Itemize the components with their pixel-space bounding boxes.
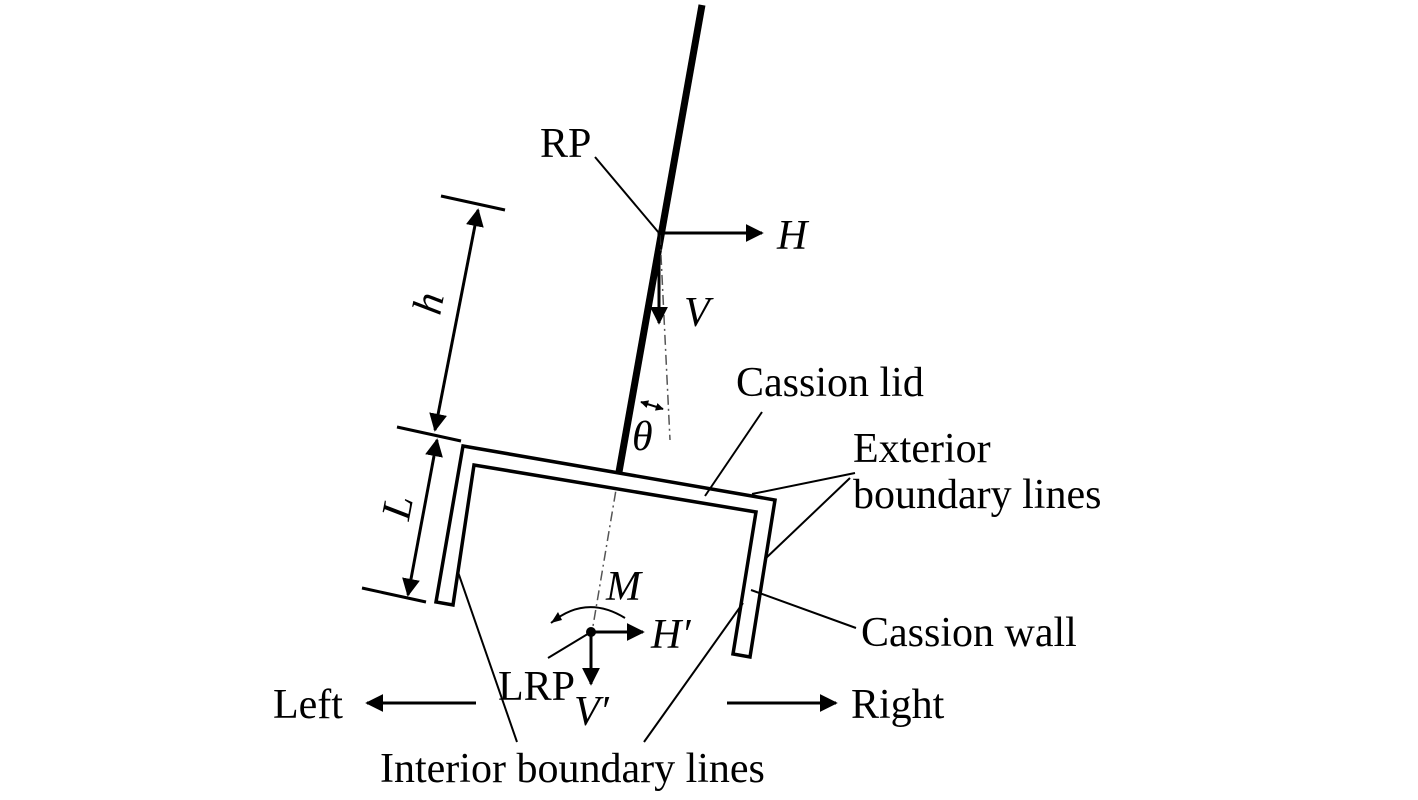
l-dimension-arrow: [402, 438, 443, 597]
moment-arc-arrowhead: [551, 612, 562, 623]
h-dimension-arrow: [429, 208, 484, 432]
h-dimension-tick-bottom: [396, 425, 462, 443]
exterior-leader-2: [764, 477, 851, 560]
interior-leader-left: [457, 571, 518, 743]
exterior-label-line1: Exterior: [853, 426, 991, 472]
lrp-label: LRP: [498, 664, 575, 710]
right-label: Right: [851, 682, 945, 728]
l-dimension-symbol: L: [373, 492, 423, 525]
lrp-leader-line: [547, 631, 592, 659]
interior-label: Interior boundary lines: [380, 746, 765, 792]
h-dimension-symbol: h: [405, 289, 454, 318]
caisson-outer-boundary: [433, 443, 777, 660]
exterior-label-line2: boundary lines: [853, 472, 1101, 518]
h-prime-symbol: H′: [650, 612, 691, 658]
cassion-wall-label: Cassion wall: [861, 610, 1077, 656]
theta-angle-arrow: [640, 400, 664, 411]
rp-label: RP: [540, 121, 591, 167]
h-force-symbol: H: [776, 213, 810, 259]
h-dimension-tick-top: [440, 194, 506, 212]
v-prime-symbol: V′: [574, 689, 610, 735]
left-label: Left: [273, 682, 343, 728]
cassion-lid-label: Cassion lid: [736, 360, 924, 406]
rp-leader-line: [594, 156, 660, 234]
cassion-lid-leader: [704, 411, 763, 497]
caisson-axis-line: [591, 471, 620, 633]
v-force-symbol: V: [684, 290, 714, 336]
exterior-leader-1: [751, 472, 856, 495]
interior-leader-right: [643, 602, 744, 743]
vertical-reference-line: [659, 234, 671, 441]
theta-symbol: θ: [632, 414, 653, 460]
cassion-wall-leader: [750, 589, 857, 629]
moment-symbol: M: [605, 564, 643, 610]
l-dimension-tick-bottom: [361, 586, 427, 604]
